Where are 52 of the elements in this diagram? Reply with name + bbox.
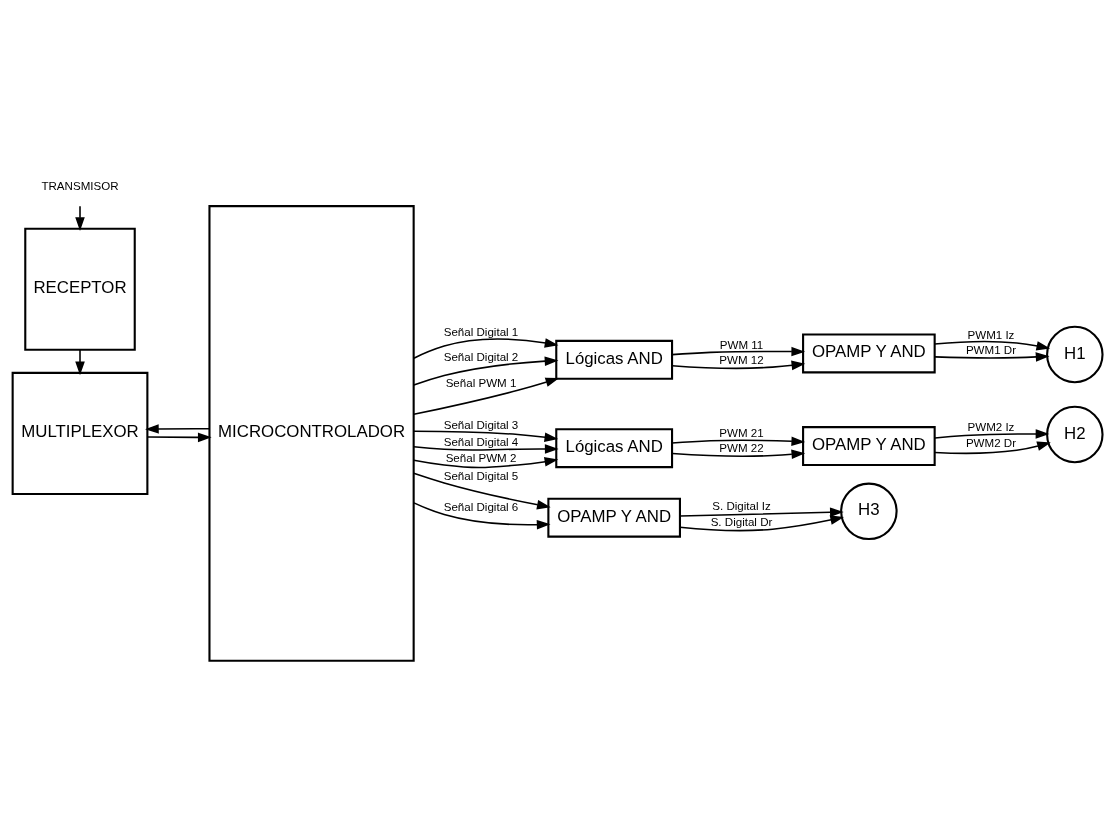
arrow — [413, 429, 559, 442]
edge-label: S. Digital Dr — [710, 515, 773, 528]
edge-label: PWM2 Dr — [965, 436, 1017, 449]
edge-label: Señal Digital 5 — [443, 469, 519, 482]
edge-label: PWM1 Dr — [965, 343, 1017, 356]
arrow — [934, 440, 1051, 454]
edge-label: PWM 12 — [719, 353, 764, 366]
arrow — [413, 501, 551, 529]
arrow — [413, 337, 559, 359]
node-box: OPAMP Y AND — [802, 332, 936, 373]
arrow — [412, 471, 551, 509]
arrow — [75, 205, 85, 231]
edge-label: PWM 21 — [719, 426, 764, 439]
node-box: OPAMP Y AND — [547, 497, 681, 538]
arrow — [671, 449, 806, 459]
edge-label: Señal Digital 4 — [443, 435, 519, 448]
arrow — [145, 423, 211, 434]
node-box: RECEPTOR — [24, 227, 136, 351]
node-box: Lógicas AND — [555, 339, 674, 380]
edge-label: Señal Digital 1 — [443, 325, 519, 338]
arrow — [679, 506, 844, 517]
node-box: Lógicas AND — [555, 427, 674, 468]
arrow — [413, 443, 559, 454]
arrow — [671, 436, 806, 446]
edge-label: PWM 22 — [719, 441, 764, 454]
node-text: TRANSMISOR — [41, 179, 119, 192]
node-box: OPAMP Y AND — [802, 425, 936, 466]
arrow — [934, 428, 1050, 439]
node-circle: H1 — [1046, 325, 1104, 383]
node-circle: H2 — [1046, 405, 1104, 463]
arrow — [413, 456, 559, 468]
arrow — [413, 355, 559, 386]
edge-label: PWM 11 — [719, 338, 764, 351]
arrow — [679, 514, 845, 531]
arrow — [671, 360, 806, 370]
arrow — [934, 351, 1050, 362]
arrow — [413, 377, 560, 415]
edge-label: Señal PWM 2 — [445, 451, 517, 464]
edge-label: Señal Digital 2 — [443, 350, 519, 363]
edge-label: Señal Digital 3 — [443, 418, 519, 431]
edge-label: Señal PWM 1 — [445, 376, 517, 389]
edge-label: S. Digital Iz — [712, 499, 771, 512]
node-circle: H3 — [840, 482, 898, 540]
node-box: MICROCONTROLADOR — [208, 204, 415, 662]
arrow — [75, 348, 85, 375]
arrow — [933, 340, 1051, 351]
edge-label: Señal Digital 6 — [443, 500, 519, 513]
edge-label: PWM1 Iz — [967, 328, 1015, 341]
node-box: MULTIPLEXOR — [11, 371, 149, 495]
arrow — [146, 432, 212, 442]
edge-label: PWM2 Iz — [967, 420, 1015, 433]
arrow — [671, 346, 806, 356]
